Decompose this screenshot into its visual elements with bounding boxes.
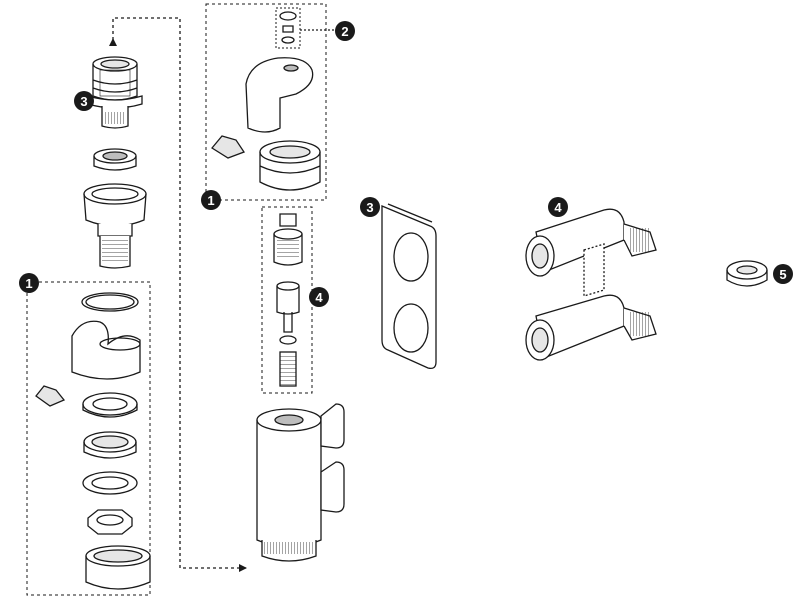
cover-plate bbox=[381, 203, 437, 370]
svg-text:4: 4 bbox=[554, 200, 562, 215]
badge-5-nut: 5 bbox=[773, 264, 793, 284]
handle-kit-box-left bbox=[26, 281, 151, 596]
badge-3-plate: 3 bbox=[360, 197, 380, 217]
badge-3-cartridge: 3 bbox=[74, 91, 94, 111]
svg-text:3: 3 bbox=[80, 94, 87, 109]
arrow-up-head bbox=[109, 38, 117, 46]
svg-text:2: 2 bbox=[341, 24, 348, 39]
valve-body-double bbox=[525, 208, 657, 361]
svg-text:3: 3 bbox=[366, 200, 373, 215]
badge-1-handle: 1 bbox=[201, 190, 221, 210]
svg-text:5: 5 bbox=[779, 267, 786, 282]
handle-kit-box-top bbox=[205, 3, 336, 201]
small-nut bbox=[726, 260, 768, 287]
assembly-guide-arrow bbox=[109, 17, 247, 572]
valve-cartridge-box bbox=[261, 206, 313, 394]
svg-text:1: 1 bbox=[25, 276, 32, 291]
mixer-body bbox=[256, 403, 345, 562]
badge-4-body: 4 bbox=[548, 197, 568, 217]
svg-text:4: 4 bbox=[315, 290, 323, 305]
arrow-right-head bbox=[239, 564, 247, 572]
cartridge-assembly bbox=[83, 56, 147, 269]
badge-1-left: 1 bbox=[19, 273, 39, 293]
svg-text:1: 1 bbox=[207, 193, 214, 208]
badge-2-screw: 2 bbox=[335, 21, 355, 41]
badge-4-valve: 4 bbox=[309, 287, 329, 307]
